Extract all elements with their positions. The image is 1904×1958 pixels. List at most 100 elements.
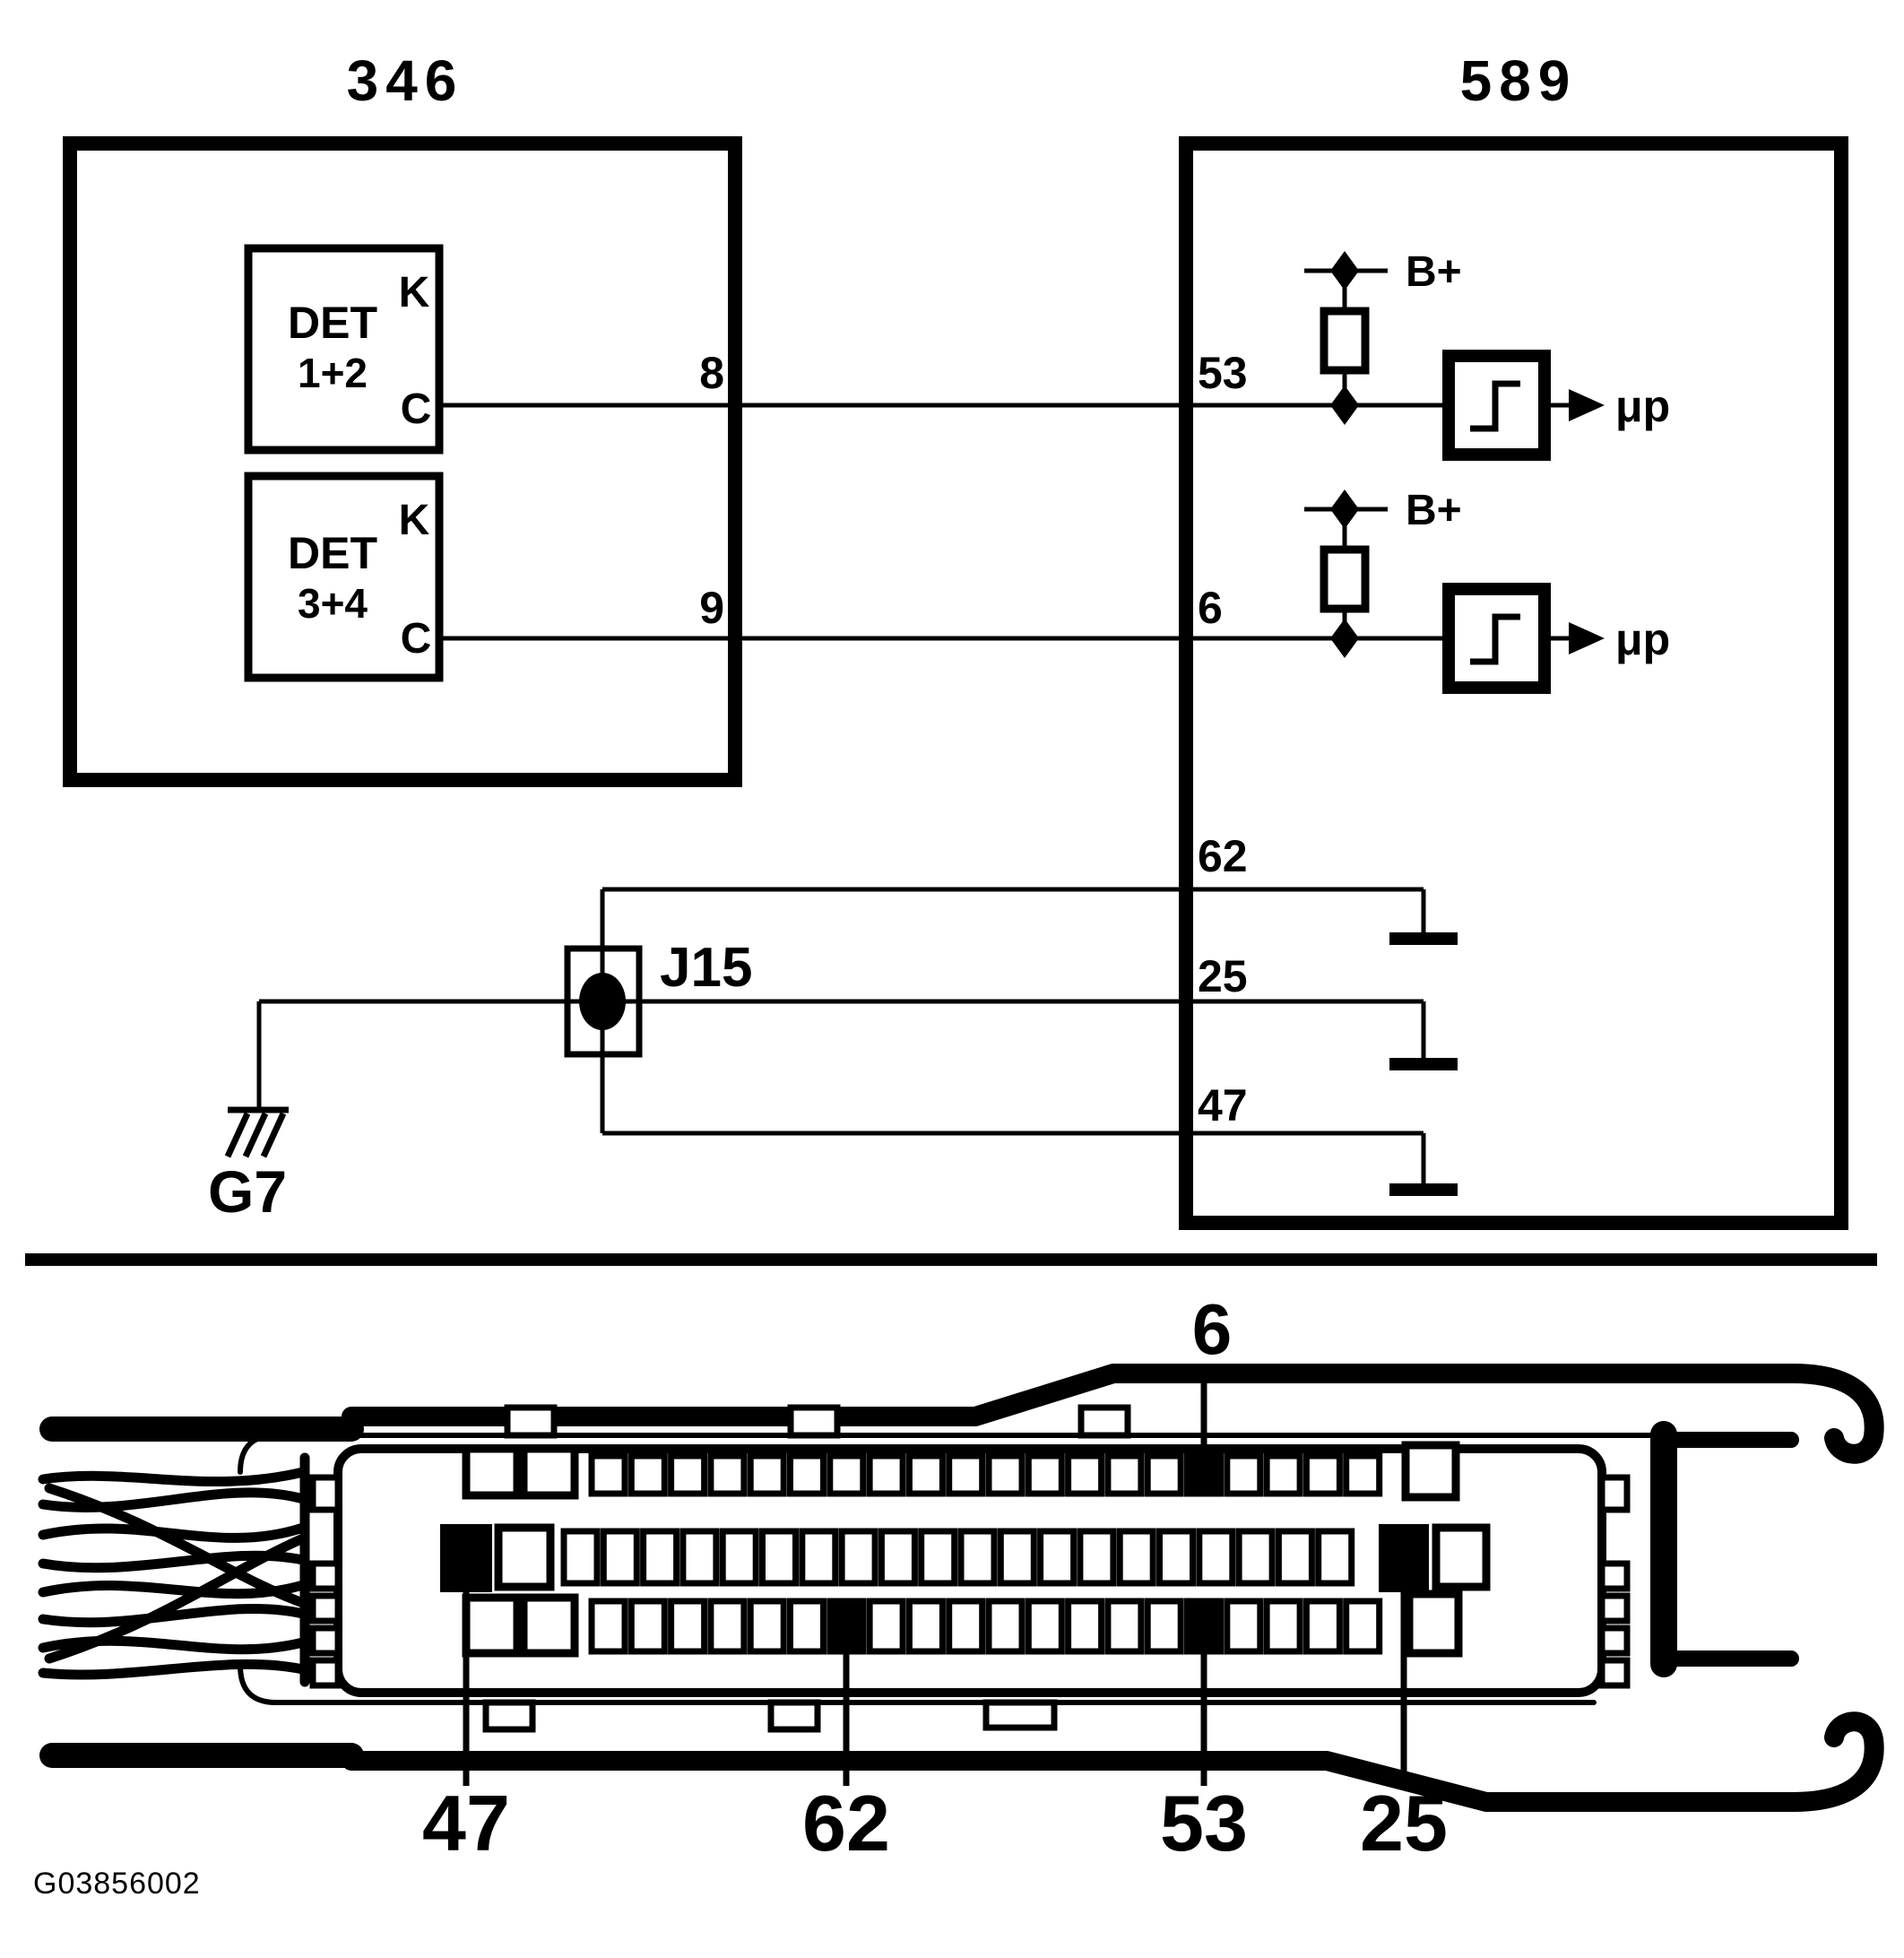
pin-housing-left-tabs bbox=[309, 1474, 342, 1689]
shell-bottom-tab bbox=[767, 1699, 821, 1733]
pin-cell bbox=[1303, 1452, 1343, 1497]
splice-label: J15 bbox=[660, 937, 752, 999]
knock-signal-wire-1: 8 53 B+ μp bbox=[439, 248, 1670, 461]
pin-8-label: 8 bbox=[699, 348, 724, 398]
step-function-icon-1 bbox=[1470, 380, 1520, 432]
component-346-box bbox=[63, 136, 742, 787]
pin-cell bbox=[799, 1528, 839, 1587]
ground-bar-25 bbox=[1389, 1058, 1458, 1070]
knock-signal-wire-2: 9 6 B+ μp bbox=[439, 487, 1670, 694]
chassis-ground-icon-hatch bbox=[224, 1112, 287, 1158]
pin-53-label: 53 bbox=[1198, 348, 1248, 398]
pin-cell bbox=[985, 1598, 1026, 1655]
pin-cell-highlighted bbox=[1184, 1598, 1224, 1655]
detector-1-2-channels: 1+2 bbox=[298, 350, 368, 396]
pin-cell bbox=[957, 1528, 998, 1587]
pin-62-label: 62 bbox=[1198, 831, 1248, 881]
pin-cell bbox=[1025, 1452, 1065, 1497]
end-cavity bbox=[462, 1444, 522, 1500]
pin-cell bbox=[1065, 1598, 1105, 1655]
pin-cell bbox=[600, 1528, 640, 1587]
shell-inner-bottom-line bbox=[238, 1663, 1597, 1705]
pin-cell bbox=[1156, 1528, 1196, 1587]
pin-cell bbox=[1343, 1598, 1383, 1655]
end-cavity bbox=[462, 1593, 522, 1658]
pin-cell bbox=[946, 1452, 986, 1497]
detector-3-4-name: DET bbox=[288, 528, 377, 578]
pin-cell bbox=[1104, 1452, 1145, 1497]
shell-bottom-band bbox=[342, 1711, 1884, 1812]
pin-cell bbox=[1025, 1598, 1065, 1655]
pin-cell bbox=[1077, 1528, 1117, 1587]
pin-cell bbox=[759, 1528, 799, 1587]
pin-cell bbox=[640, 1528, 680, 1587]
pin-cell bbox=[719, 1528, 759, 1587]
pin-9-label: 9 bbox=[699, 583, 724, 633]
bplus-label-2: B+ bbox=[1406, 487, 1462, 534]
pin-cell bbox=[1144, 1598, 1184, 1655]
wire-harness bbox=[38, 1452, 310, 1687]
pin-cell bbox=[918, 1528, 958, 1587]
ground-pin-wires: 62 25 47 bbox=[259, 831, 1458, 1196]
ground-bar-62 bbox=[1389, 932, 1458, 945]
pin-cell bbox=[588, 1452, 628, 1497]
pin-cell bbox=[627, 1452, 668, 1497]
callout-pin-62: 62 bbox=[802, 1779, 890, 1867]
component-589-box bbox=[1179, 136, 1848, 1230]
shell-bottom-tab bbox=[482, 1699, 536, 1733]
end-cavity bbox=[519, 1593, 579, 1658]
pin-cell bbox=[1104, 1598, 1145, 1655]
pin-cell bbox=[747, 1452, 787, 1497]
detector-1-2-box bbox=[244, 244, 444, 455]
callout-pin-47: 47 bbox=[422, 1779, 510, 1867]
detector-1-2-terminal-k: K bbox=[399, 269, 430, 316]
pin-cell bbox=[1116, 1528, 1156, 1587]
shell-top-tab bbox=[1077, 1404, 1131, 1439]
pin-cell bbox=[1303, 1598, 1343, 1655]
detector-3-4-channels: 3+4 bbox=[298, 580, 368, 627]
pullup-resistor-2 bbox=[1320, 545, 1370, 613]
detector-3-4-terminal-k: K bbox=[399, 497, 430, 544]
pin-cell bbox=[1037, 1528, 1077, 1587]
detector-3-4-box bbox=[244, 472, 444, 682]
pin-cell bbox=[1343, 1452, 1383, 1497]
microprocessor-label-1: μp bbox=[1615, 381, 1670, 431]
pin-cell bbox=[1315, 1528, 1355, 1587]
terminal-47-highlight bbox=[440, 1524, 492, 1592]
pin-cell bbox=[668, 1598, 708, 1655]
pin-cell bbox=[560, 1528, 601, 1587]
pin-cell bbox=[588, 1598, 628, 1655]
shell-top-band bbox=[342, 1364, 1884, 1464]
pin-cell bbox=[1144, 1452, 1184, 1497]
shell-top-tab bbox=[787, 1404, 841, 1439]
pin-cell bbox=[866, 1598, 906, 1655]
detector-1-2-name: DET bbox=[288, 298, 377, 348]
pin-cell bbox=[1224, 1452, 1264, 1497]
shell-right-cap-arms bbox=[1656, 1432, 1799, 1667]
terminal-25-highlight bbox=[1379, 1524, 1429, 1592]
arrow-right-icon-1 bbox=[1569, 389, 1605, 421]
bplus-label-1: B+ bbox=[1406, 248, 1462, 296]
figure-id-label: G03856002 bbox=[33, 1867, 201, 1901]
pin-cell bbox=[707, 1452, 748, 1497]
detector-1-2-block: DET 1+2 K C bbox=[244, 244, 444, 455]
splice-j15: J15 bbox=[564, 889, 752, 1133]
component-id-label-right: 589 bbox=[1460, 48, 1578, 113]
end-cavity bbox=[519, 1444, 579, 1500]
shell-top-tab bbox=[504, 1404, 558, 1439]
pin-25-label: 25 bbox=[1198, 951, 1248, 1001]
shell-inner-top-line bbox=[238, 1433, 1735, 1475]
pin-cell bbox=[627, 1598, 668, 1655]
connector-pin-grid bbox=[560, 1452, 1383, 1655]
pin-cell bbox=[1224, 1598, 1264, 1655]
splice-dot bbox=[579, 973, 626, 1030]
connector-view: 6 47 62 53 25 bbox=[38, 1289, 1884, 1867]
pin-cell bbox=[707, 1598, 748, 1655]
microprocessor-label-2: μp bbox=[1615, 614, 1670, 664]
shell-bottom-tab bbox=[982, 1699, 1058, 1731]
pin-cell bbox=[997, 1528, 1037, 1587]
callout-pin-25: 25 bbox=[1360, 1779, 1448, 1867]
callout-pin-53: 53 bbox=[1160, 1779, 1248, 1867]
pin-cell bbox=[1263, 1452, 1303, 1497]
ground-g7: G7 bbox=[208, 1001, 289, 1225]
